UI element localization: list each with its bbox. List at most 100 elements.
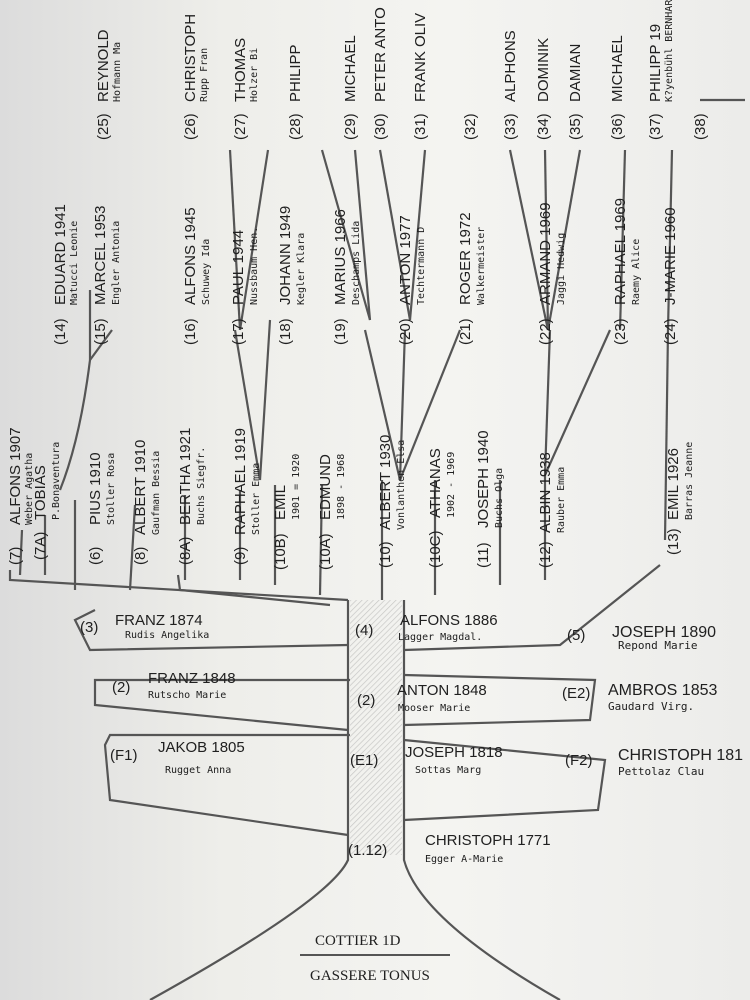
svg-text:Techtermann D: Techtermann D bbox=[416, 227, 427, 305]
node-n5-name: JOSEPH 1890 bbox=[612, 624, 716, 641]
node-t26: (26) CHRISTOPH Rupp Fran bbox=[182, 14, 210, 140]
node-n2-name: ANTON 1848 bbox=[397, 682, 487, 699]
branch-b7a: (7A) TOBIAS P.Bonaventura bbox=[32, 442, 62, 560]
svg-text:PIUS 1910: PIUS 1910 bbox=[87, 452, 104, 525]
svg-text:(38): (38) bbox=[692, 113, 709, 140]
svg-text:ALFONS 1945: ALFONS 1945 bbox=[182, 207, 199, 305]
svg-text:(9): (9) bbox=[232, 547, 249, 565]
svg-text:Schuwey Ida: Schuwey Ida bbox=[201, 239, 212, 305]
svg-text:(10A): (10A) bbox=[317, 533, 334, 570]
svg-text:(6): (6) bbox=[87, 547, 104, 565]
svg-text:Buchs Siegfr.: Buchs Siegfr. bbox=[196, 447, 207, 525]
node-n4-num: (4) bbox=[355, 622, 373, 639]
node-nf1-name: JAKOB 1805 bbox=[158, 739, 245, 756]
node-ne2-spouse: Gaudard Virg. bbox=[608, 700, 694, 713]
node-nf1-num: (F1) bbox=[110, 747, 138, 764]
svg-text:JOSEPH 1940: JOSEPH 1940 bbox=[475, 430, 492, 528]
svg-text:(15): (15) bbox=[92, 318, 109, 345]
svg-text:(26): (26) bbox=[182, 113, 199, 140]
node-n1-num: (1.12) bbox=[348, 842, 387, 859]
svg-text:RAPHAEL 1969: RAPHAEL 1969 bbox=[612, 198, 629, 305]
upper-labels: (14) EDUARD 1941 Matucci Leonie (15) MAR… bbox=[52, 198, 679, 345]
node-t35: (35) DAMIAN bbox=[567, 44, 584, 140]
node-t27: (27) THOMAS Holzer Bi bbox=[232, 38, 260, 140]
node-n5-spouse: Repond Marie bbox=[618, 639, 697, 652]
node-n5-num: (5) bbox=[567, 627, 585, 644]
base-plate: COTTIER 1D GASSERE TONUS bbox=[300, 933, 450, 984]
svg-text:JOHANN 1949: JOHANN 1949 bbox=[277, 206, 294, 305]
node-t34: (34) DOMINIK bbox=[535, 38, 552, 140]
node-nf2-spouse: Pettolaz Clau bbox=[618, 765, 704, 778]
plate-title: COTTIER 1D bbox=[315, 933, 401, 949]
svg-text:REYNOLD: REYNOLD bbox=[95, 29, 112, 102]
svg-text:(27): (27) bbox=[232, 113, 249, 140]
branch-b10a: (10A) EDMUND 1898 - 1968 bbox=[317, 454, 347, 570]
svg-text:Raemy Alice: Raemy Alice bbox=[631, 239, 642, 305]
svg-text:P.Bonaventura: P.Bonaventura bbox=[51, 442, 62, 520]
node-n3-name: FRANZ 1874 bbox=[115, 612, 203, 629]
node-u18: (18) JOHANN 1949 Kegler Klara bbox=[277, 206, 307, 345]
node-n2-num: (2) bbox=[357, 692, 375, 709]
node-n2l-num: (2) bbox=[112, 679, 130, 696]
svg-text:(7): (7) bbox=[7, 547, 24, 565]
svg-text:TOBIAS: TOBIAS bbox=[32, 465, 49, 520]
svg-text:PHILIPP: PHILIPP bbox=[287, 44, 304, 102]
svg-text:(7A): (7A) bbox=[32, 532, 49, 560]
node-nf2-num: (F2) bbox=[565, 752, 593, 769]
svg-text:(12): (12) bbox=[537, 541, 554, 568]
svg-text:THOMAS: THOMAS bbox=[232, 38, 249, 102]
svg-text:FRANK OLIV: FRANK OLIV bbox=[412, 13, 429, 102]
trunk-hatch bbox=[350, 600, 402, 855]
svg-text:PETER ANTO: PETER ANTO bbox=[372, 7, 389, 102]
node-u21: (21) ROGER 1972 Walkermeister bbox=[457, 212, 487, 345]
svg-text:(35): (35) bbox=[567, 113, 584, 140]
svg-text:ANTON 1977: ANTON 1977 bbox=[397, 215, 414, 305]
node-t36: (36) MICHAEL bbox=[609, 35, 626, 140]
svg-text:1901 = 1920: 1901 = 1920 bbox=[291, 454, 302, 520]
svg-text:ALBERT 1910: ALBERT 1910 bbox=[132, 440, 149, 535]
branch-b6: (6) PIUS 1910 Stoller Rosa bbox=[87, 452, 117, 565]
plate-subtitle: GASSERE TONUS bbox=[310, 968, 430, 984]
svg-text:Stoller Emma: Stoller Emma bbox=[251, 463, 262, 535]
node-n2l-spouse: Rutscho Marie bbox=[148, 690, 226, 701]
svg-text:1898 - 1968: 1898 - 1968 bbox=[336, 454, 347, 520]
trunk-lines bbox=[8, 98, 745, 1000]
branch-b8a: (8A) BERTHA 1921 Buchs Siegfr. bbox=[177, 428, 207, 565]
svg-text:Gaufman Bessia: Gaufman Bessia bbox=[151, 451, 162, 535]
svg-text:Weber Agatha: Weber Agatha bbox=[24, 453, 35, 525]
branch-b11: (11) JOSEPH 1940 Buchs Olga bbox=[475, 430, 505, 568]
branch-b7: (7) ALFONS 1907 Weber Agatha bbox=[7, 427, 35, 565]
svg-text:(25): (25) bbox=[95, 113, 112, 140]
svg-text:ALBERT 1930: ALBERT 1930 bbox=[377, 435, 394, 530]
node-t32: (32) bbox=[462, 113, 479, 140]
svg-text:ATHANAS: ATHANAS bbox=[427, 448, 444, 518]
node-t28: (28) PHILIPP bbox=[287, 44, 304, 140]
svg-text:ALBIN 1938: ALBIN 1938 bbox=[537, 452, 554, 533]
node-u23: (23) RAPHAEL 1969 Raemy Alice bbox=[612, 198, 642, 345]
node-u17: (17) PAUL 1944 Nussbaum Hen. bbox=[230, 227, 260, 345]
svg-text:EDMUND: EDMUND bbox=[317, 454, 334, 520]
svg-text:ALFONS 1907: ALFONS 1907 bbox=[7, 427, 24, 525]
svg-text:EMIL 1926: EMIL 1926 bbox=[665, 448, 682, 520]
node-n4-spouse: Lagger Magdal. bbox=[398, 632, 482, 643]
svg-text:Stoller Rosa: Stoller Rosa bbox=[106, 453, 117, 525]
node-u22: (22) ARMAND 1969 Jaggi Hedwig bbox=[537, 202, 567, 345]
svg-text:CHRISTOPH: CHRISTOPH bbox=[182, 14, 199, 102]
node-t38: (38) bbox=[692, 113, 709, 140]
svg-text:PHILIPP 19: PHILIPP 19 bbox=[647, 24, 664, 102]
svg-text:(21): (21) bbox=[457, 318, 474, 345]
node-n1-spouse: Egger A-Marie bbox=[425, 854, 503, 865]
svg-text:Matucci Leonie: Matucci Leonie bbox=[69, 221, 80, 305]
node-t30: (30) PETER ANTO bbox=[372, 7, 389, 140]
node-nf1-spouse: Rugget Anna bbox=[165, 765, 231, 776]
node-n3-num: (3) bbox=[80, 619, 98, 636]
top-labels: (25) REYNOLD Hofmann Ma (26) CHRISTOPH R… bbox=[95, 0, 709, 140]
svg-text:EDUARD 1941: EDUARD 1941 bbox=[52, 204, 69, 305]
node-t33: (33) ALPHONS bbox=[502, 30, 519, 140]
svg-text:EMIL: EMIL bbox=[272, 485, 289, 520]
svg-text:(16): (16) bbox=[182, 318, 199, 345]
svg-text:MICHAEL: MICHAEL bbox=[342, 35, 359, 102]
branch-b10: (10) ALBERT 1930 Vonlanthen Elsa bbox=[377, 435, 407, 568]
svg-text:Holzer Bi: Holzer Bi bbox=[249, 48, 260, 102]
svg-text:MICHAEL: MICHAEL bbox=[609, 35, 626, 102]
